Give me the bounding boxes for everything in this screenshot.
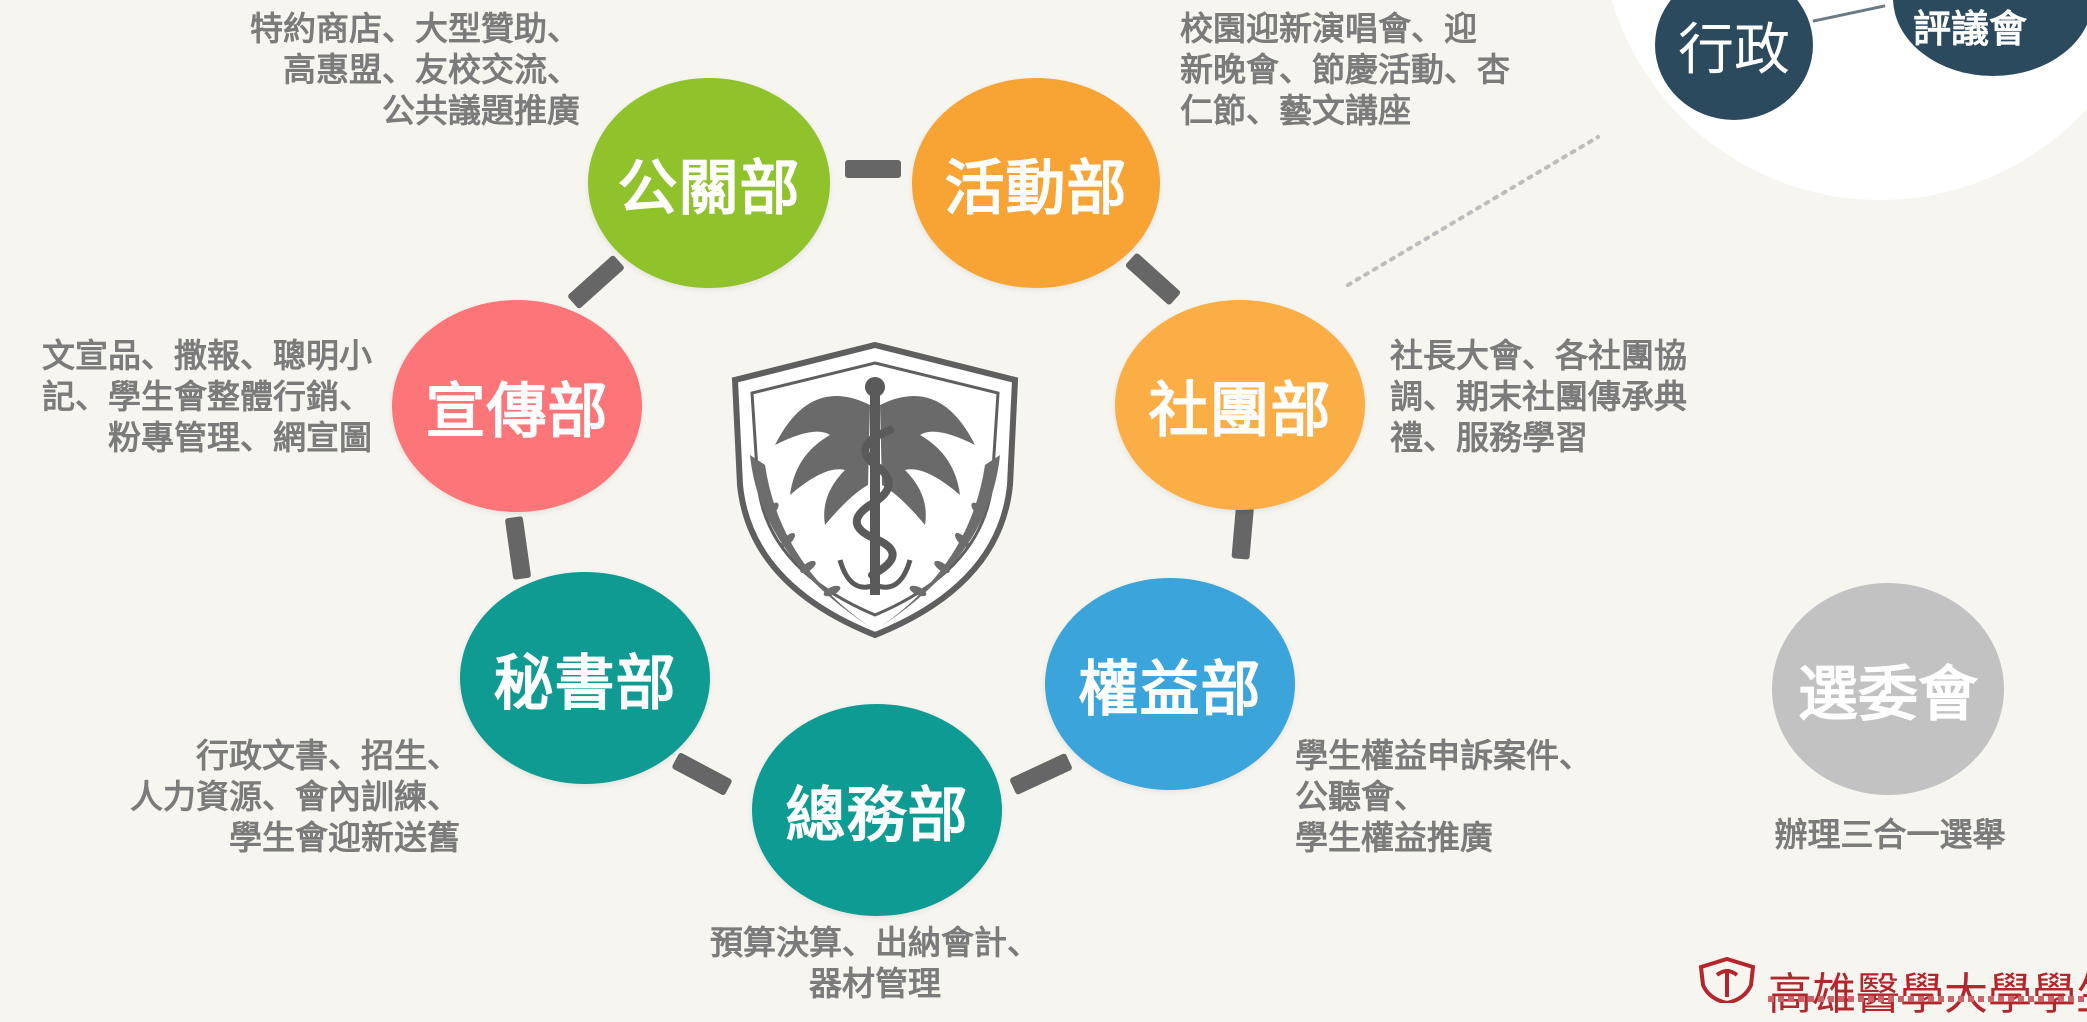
desc-rights: 學生權益申訴案件、 公聽會、 學生權益推廣 [1295,736,1592,857]
medical-crest-icon [731,341,1019,639]
election-committee-node[interactable]: 選委會 [1772,583,2004,795]
student-union-logo-icon [1698,956,1756,1003]
admin-node[interactable]: 行政 [1655,0,1813,120]
footer-org-name: 高雄醫學大學學生會 [1768,969,2087,1020]
desc-clubs: 社長大會、各社團協 調、期末社團傳承典 禮、服務學習 [1390,336,1687,457]
election-committee-desc: 辦理三合一選舉 [1774,815,2006,854]
dept-activities[interactable]: 活動部 [912,78,1160,288]
dept-rights[interactable]: 權益部 [1045,578,1295,790]
desc-public-relations: 特約商店、大型贊助、 高惠盟、友校交流、 公共議題推廣 [250,9,580,130]
connector-secretariat-publicity [504,516,532,580]
dept-general-affairs-label: 總務部 [785,780,969,851]
connector-activities-clubs [1124,252,1182,306]
dept-public-relations[interactable]: 公關部 [588,78,830,288]
election-committee-label: 選委會 [1798,659,1978,730]
dept-publicity-label: 宣傳部 [425,376,609,447]
dept-clubs-label: 社團部 [1148,375,1332,446]
connector-rights-general [1009,752,1073,796]
connector-general-secretariat [671,751,733,797]
desc-general-affairs: 預算決算、出納會計、 器材管理 [710,923,1040,1003]
dept-public-relations-label: 公關部 [617,153,801,224]
desc-secretariat: 行政文書、招生、 人力資源、會內訓練、 學生會迎新送舊 [130,736,460,857]
dept-secretariat-label: 秘書部 [493,648,677,719]
dept-publicity[interactable]: 宣傳部 [392,300,642,512]
zoom-dotted-line [1346,135,1600,287]
dept-secretariat[interactable]: 秘書部 [460,572,710,784]
footer-subtitle-decoration [1768,996,2087,1002]
desc-activities: 校園迎新演唱會、迎 新晚會、節慶活動、杏 仁節、藝文講座 [1180,9,1510,130]
dept-general-affairs[interactable]: 總務部 [752,704,1002,916]
connector-pr-activities [845,160,901,178]
desc-publicity: 文宣品、撒報、聰明小 記、學生會整體行銷、 粉專管理、網宣圖 [42,336,372,457]
admin-label: 行政 [1678,17,1790,83]
dept-activities-label: 活動部 [944,153,1128,224]
dept-rights-label: 權益部 [1078,654,1262,725]
connector-publicity-pr [566,254,626,310]
dept-clubs[interactable]: 社團部 [1115,300,1365,510]
council-label: 評議會 [1913,7,2028,51]
